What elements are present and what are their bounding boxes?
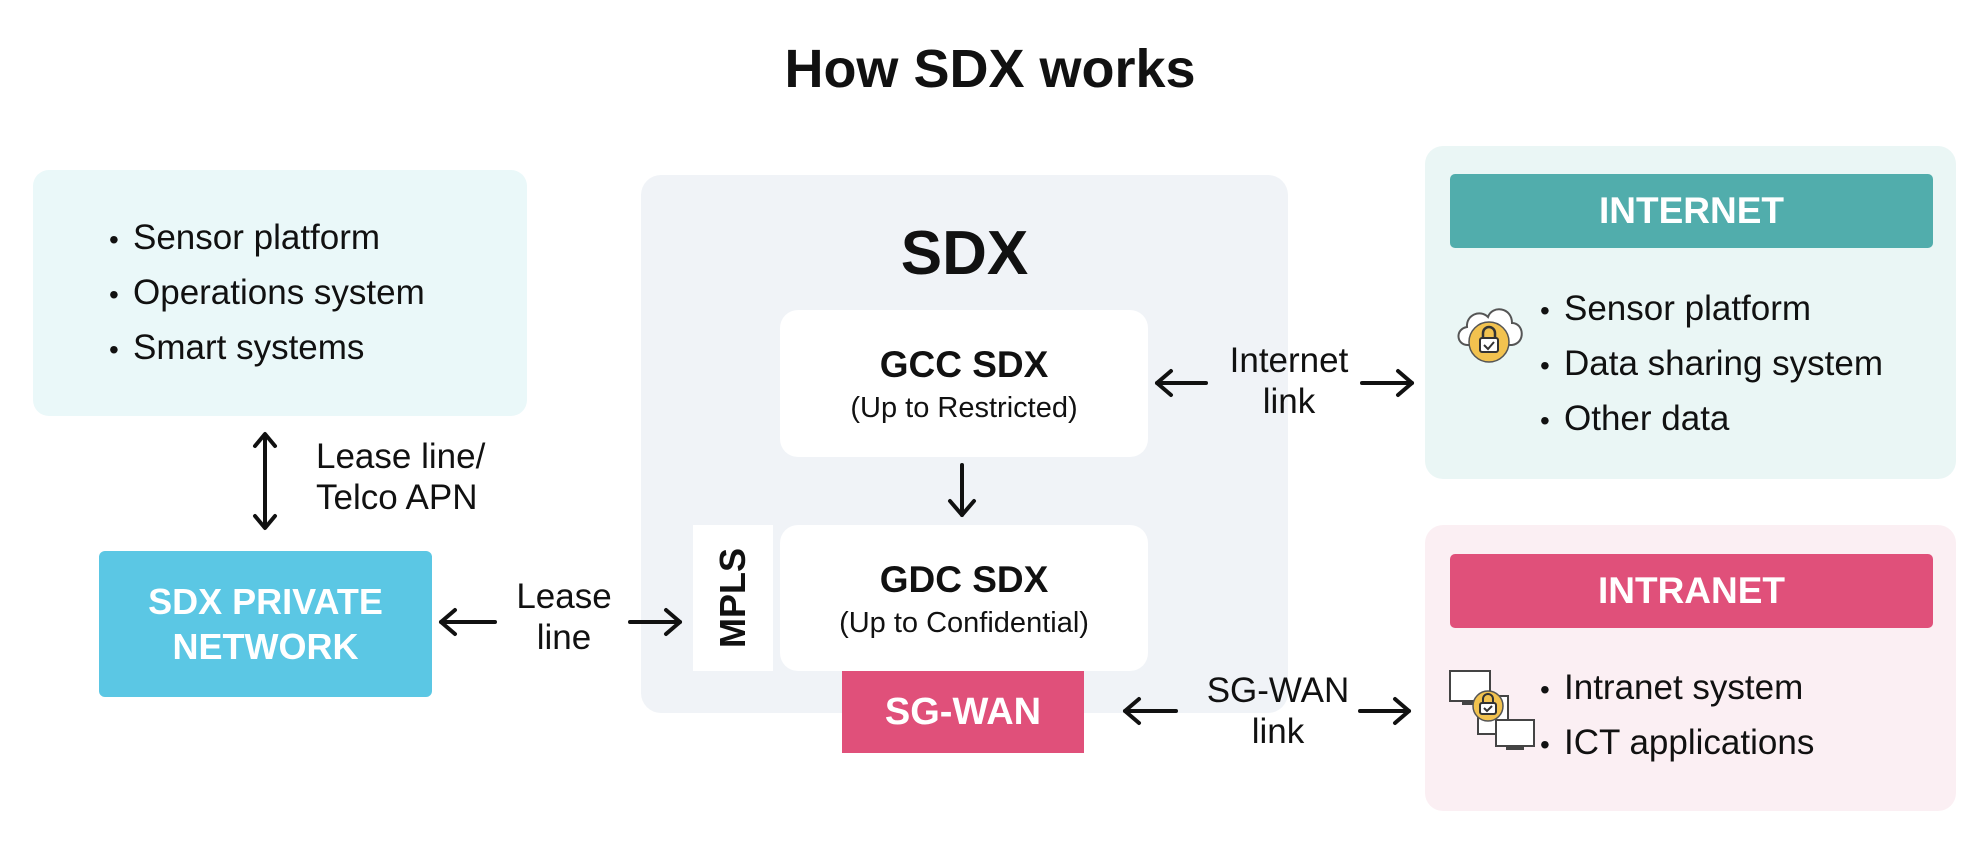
- internet-item: Data sharing system: [1540, 337, 1883, 392]
- gcc-sdx-box: GCC SDX (Up to Restricted): [780, 310, 1148, 457]
- sdx-private-network-box: SDX PRIVATE NETWORK: [99, 551, 432, 697]
- internet-list: Sensor platform Data sharing system Othe…: [1540, 282, 1883, 447]
- internet-link-label: Internet link: [1204, 340, 1374, 422]
- lease-apn-line1: Lease line/: [316, 437, 486, 476]
- private-network-line1: SDX PRIVATE: [148, 581, 383, 622]
- gcc-sdx-name: GCC SDX: [879, 344, 1049, 385]
- lease-line2: line: [536, 618, 592, 657]
- computers-lock-icon: [1449, 670, 1535, 750]
- lease-apn-label: Lease line/ Telco APN: [316, 436, 485, 518]
- gcc-to-gdc-arrow: [948, 463, 976, 517]
- sources-panel: Sensor platform Operations system Smart …: [33, 170, 527, 416]
- internet-item: Other data: [1540, 392, 1883, 447]
- sg-wan-box: SG-WAN: [842, 671, 1084, 753]
- internet-link-line1: Internet: [1229, 341, 1349, 380]
- page-title: How SDX works: [784, 39, 1196, 99]
- gdc-sdx-name: GDC SDX: [879, 559, 1049, 600]
- internet-link-left-arrow: [1155, 369, 1208, 397]
- mpls-box: MPLS: [693, 525, 773, 671]
- gcc-sdx-classification: (Up to Restricted): [850, 392, 1078, 424]
- sources-item: Operations system: [109, 266, 425, 321]
- internet-header: INTERNET: [1450, 174, 1933, 248]
- sources-item: Sensor platform: [109, 211, 425, 266]
- gdc-sdx-classification: (Up to Confidential): [839, 607, 1089, 639]
- cloud-lock-icon: [1457, 308, 1523, 363]
- internet-link-right-arrow: [1360, 369, 1414, 397]
- intranet-header: INTRANET: [1450, 554, 1933, 628]
- private-network-line2: NETWORK: [172, 626, 359, 667]
- lease-line-right-arrow: [628, 608, 682, 636]
- lease-line-left-arrow: [439, 608, 497, 636]
- internet-item: Sensor platform: [1540, 282, 1883, 337]
- lease-apn-line2: Telco APN: [316, 478, 478, 517]
- sg-wan-link-left-arrow: [1123, 697, 1178, 725]
- sg-wan-link-label: SG-WAN link: [1178, 670, 1378, 752]
- intranet-item: ICT applications: [1540, 716, 1814, 771]
- sources-list: Sensor platform Operations system Smart …: [109, 211, 425, 376]
- sg-wan-link-right-arrow: [1358, 697, 1411, 725]
- lease-line1: Lease: [516, 577, 612, 616]
- sources-item: Smart systems: [109, 321, 425, 376]
- sg-wan-link-line1: SG-WAN: [1206, 671, 1350, 710]
- gdc-sdx-box: GDC SDX (Up to Confidential): [780, 525, 1148, 671]
- sdx-title: SDX: [900, 219, 1029, 288]
- intranet-list: Intranet system ICT applications: [1540, 661, 1814, 771]
- sg-wan-link-line2: link: [1251, 712, 1305, 751]
- lease-line-label: Lease line: [494, 576, 634, 658]
- internet-link-line2: link: [1262, 382, 1316, 421]
- lease-apn-arrow: [253, 432, 277, 530]
- intranet-item: Intranet system: [1540, 661, 1814, 716]
